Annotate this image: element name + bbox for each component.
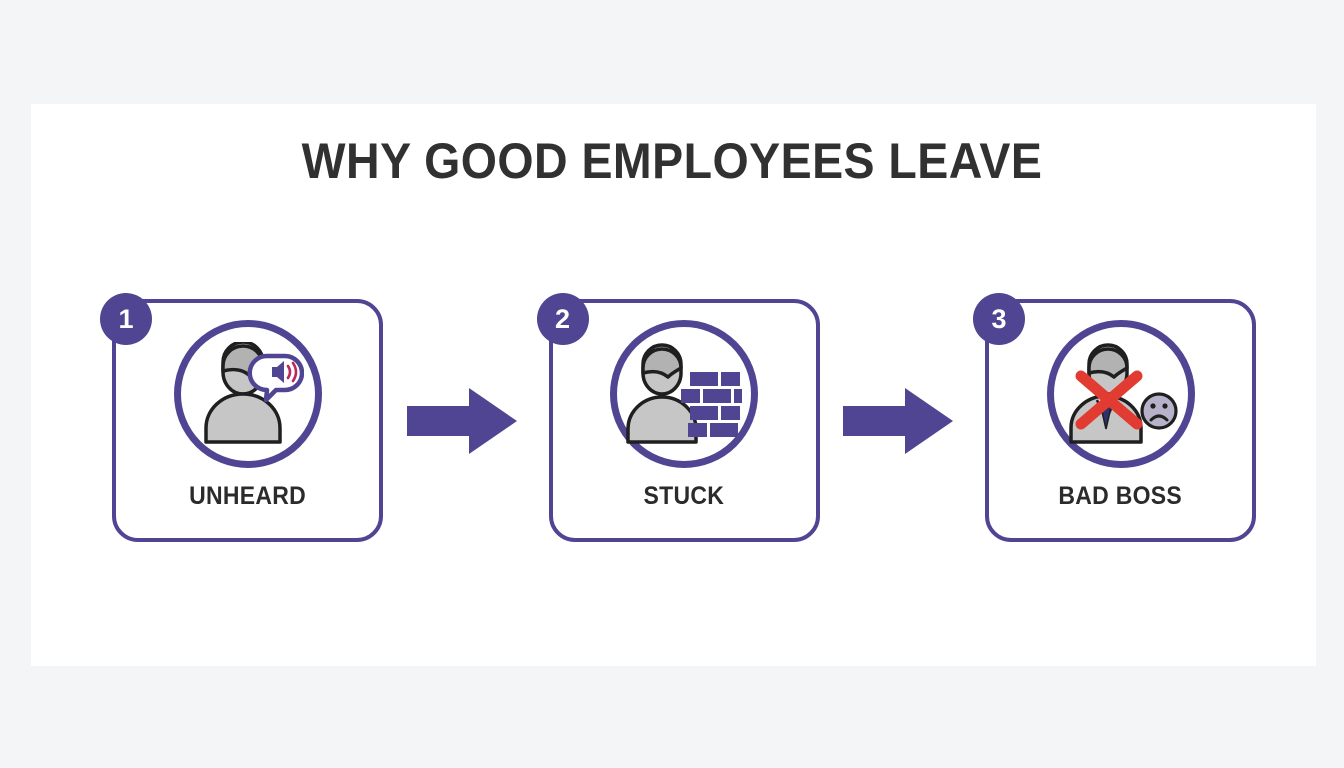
page-title: WHY GOOD EMPLOYEES LEAVE bbox=[301, 133, 1043, 189]
step-card-bad-boss[interactable]: 3 bbox=[973, 293, 1260, 548]
step-number-badge: 3 bbox=[973, 293, 1025, 345]
manager-red-x-sad-face-icon bbox=[1046, 320, 1195, 468]
card-label: UNHEARD bbox=[189, 482, 306, 510]
step-number-badge: 2 bbox=[536, 293, 589, 345]
process-flow: 1 bbox=[100, 293, 1260, 548]
step-number-badge: 1 bbox=[100, 293, 152, 345]
step-card-unheard[interactable]: 1 bbox=[100, 293, 387, 548]
card-label: BAD BOSS bbox=[1058, 482, 1183, 510]
card-body: BAD BOSS bbox=[985, 299, 1256, 542]
step-card-stuck[interactable]: 2 bbox=[536, 293, 824, 548]
person-brick-wall-icon bbox=[610, 320, 758, 468]
card-body: STUCK bbox=[548, 299, 820, 542]
arrow-right-icon bbox=[406, 386, 518, 456]
arrow-right-icon bbox=[842, 386, 954, 456]
card-body: UNHEARD bbox=[112, 299, 383, 542]
card-label: STUCK bbox=[643, 482, 725, 510]
person-speech-bubble-icon bbox=[173, 320, 322, 468]
